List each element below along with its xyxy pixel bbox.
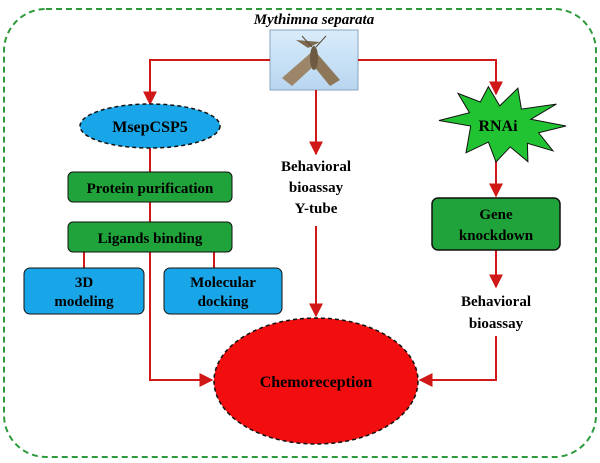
behavioral-bioassay-line2: bioassay xyxy=(469,316,524,332)
rnai-node: RNAi xyxy=(438,85,567,163)
ligands-binding-label: Ligands binding xyxy=(98,231,203,247)
connectors xyxy=(83,59,503,387)
molecular-docking-label-line2: docking xyxy=(198,294,249,310)
3d-modeling-label-line1: 3D xyxy=(75,275,94,291)
msepcsp5-label: MsepCSP5 xyxy=(112,119,188,136)
diagram-title: Mythimna separata xyxy=(253,12,375,28)
rnai-label: RNAi xyxy=(478,118,518,135)
3d-modeling-node: 3D modeling xyxy=(23,267,145,315)
behavioral-bioassay-line1: Behavioral xyxy=(461,294,531,310)
protein-purification-node: Protein purification xyxy=(67,171,233,203)
moth-image xyxy=(269,29,359,91)
3d-modeling-label-line2: modeling xyxy=(54,294,114,310)
msepcsp5-node: MsepCSP5 xyxy=(79,103,221,149)
gene-knockdown-line1: Gene xyxy=(479,207,513,223)
molecular-docking-node: Molecular docking xyxy=(163,267,283,315)
gene-knockdown-node: Gene knockdown xyxy=(431,197,561,251)
protein-purification-label: Protein purification xyxy=(87,181,214,197)
behavioral-ytube-line2: bioassay xyxy=(289,180,344,196)
behavioral-bioassay-node: Behavioral bioassay xyxy=(461,294,531,332)
behavioral-ytube-line3: Y-tube xyxy=(295,201,338,217)
ligands-binding-node: Ligands binding xyxy=(67,221,233,253)
chemoreception-node: Chemoreception xyxy=(213,317,419,445)
behavioral-ytube-node: Behavioral bioassay Y-tube xyxy=(266,155,366,225)
outer-frame xyxy=(3,8,597,458)
chemoreception-label: Chemoreception xyxy=(260,374,373,391)
behavioral-ytube-line1: Behavioral xyxy=(281,159,351,175)
gene-knockdown-line2: knockdown xyxy=(459,228,534,244)
molecular-docking-label-line1: Molecular xyxy=(190,275,256,291)
